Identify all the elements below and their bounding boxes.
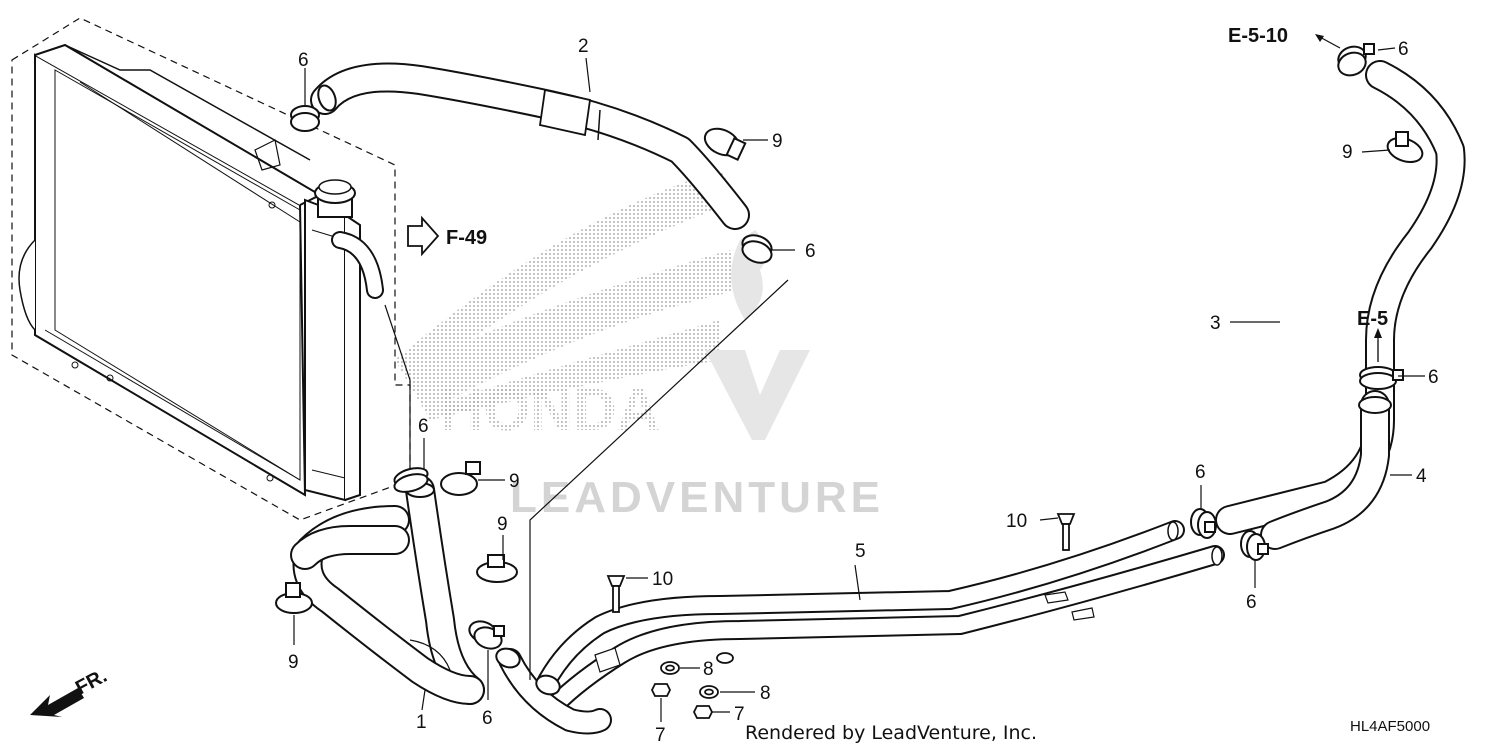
label-6: 6	[1195, 462, 1206, 483]
label-6: 6	[1246, 592, 1257, 613]
washer-8-b	[699, 685, 719, 699]
credit-text: Rendered by LeadVenture, Inc.	[745, 722, 1037, 744]
fasteners	[606, 513, 1076, 719]
ref-f-49: F-49	[446, 227, 487, 249]
leader-lines	[293, 34, 1425, 722]
label-1: 1	[416, 712, 427, 733]
clamp-6-mid	[741, 234, 773, 264]
clamp-9-right	[1386, 131, 1424, 164]
label-7: 7	[734, 704, 745, 725]
label-6: 6	[1428, 367, 1439, 388]
label-6: 6	[482, 708, 493, 729]
label-6: 6	[805, 241, 816, 262]
clamp-6-connector	[495, 647, 561, 696]
clamps	[275, 43, 1424, 696]
label-9: 9	[497, 514, 508, 535]
pipe-5	[498, 520, 1225, 735]
front-arrow-icon	[30, 688, 84, 717]
label-7: 7	[655, 725, 666, 746]
label-9: 9	[772, 131, 783, 152]
clamp-9-left	[275, 582, 313, 614]
clamp-6-pipe-b	[1240, 530, 1269, 561]
ref-e-5: E-5	[1357, 308, 1388, 330]
watermark-brand: HONDA	[440, 376, 660, 443]
hose-2	[310, 62, 750, 230]
diagram-code: HL4AF5000	[1350, 718, 1430, 735]
hose-1	[290, 475, 485, 705]
nut-7-b	[692, 705, 714, 719]
label-6: 6	[298, 50, 309, 71]
nut-7-a	[650, 683, 672, 697]
label-8: 8	[703, 659, 714, 680]
label-10: 10	[652, 569, 673, 590]
label-9: 9	[509, 471, 520, 492]
clamp-6-top-left	[290, 105, 320, 132]
clamp-6-top-right	[1337, 43, 1375, 77]
label-2: 2	[578, 36, 589, 57]
ref-e-5-10: E-5-10	[1228, 25, 1288, 47]
radiator-assembly	[11, 17, 411, 521]
clamp-6-right	[1359, 366, 1404, 390]
washer-8-a	[660, 661, 680, 675]
clamp-6-radiator	[393, 467, 429, 493]
clamp-9-radiator	[440, 461, 481, 496]
honda-wing-watermark: HONDA LEADVENTURE	[395, 170, 884, 522]
label-9: 9	[288, 652, 299, 673]
label-8: 8	[760, 683, 771, 704]
label-6: 6	[418, 416, 429, 437]
clamp-6-pipe-a	[1190, 508, 1217, 539]
label-9: 9	[1342, 142, 1353, 163]
label-10: 10	[1006, 511, 1027, 532]
watermark-vendor: LEADVENTURE	[510, 473, 884, 522]
hose-3	[1215, 60, 1466, 535]
label-5: 5	[855, 541, 866, 562]
ref-arrow-icon	[407, 215, 440, 257]
clamp-9-top	[703, 127, 747, 162]
label-3: 3	[1210, 313, 1221, 334]
label-4: 4	[1416, 466, 1427, 487]
bolt-10-right	[1056, 513, 1076, 551]
label-6: 6	[1398, 39, 1409, 60]
hose-4	[1260, 390, 1392, 550]
clamp-9-mid	[476, 554, 518, 583]
bolt-10-left	[606, 575, 626, 613]
clamp-6-lower	[468, 620, 505, 650]
